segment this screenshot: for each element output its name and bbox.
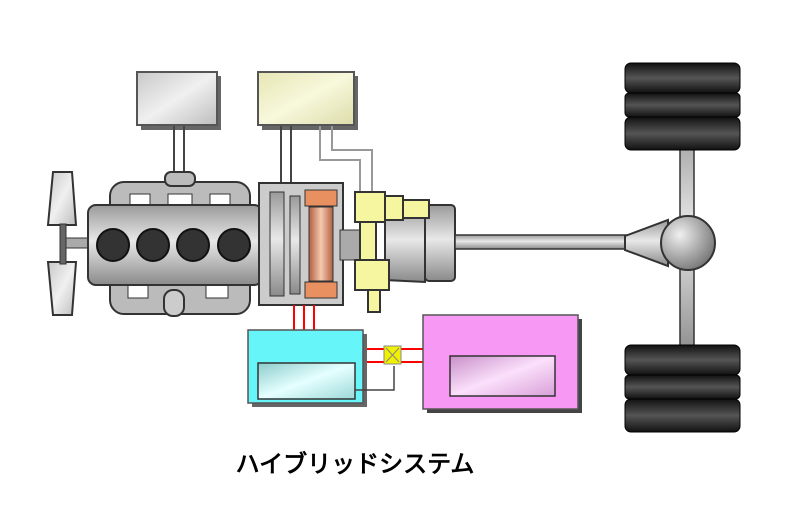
control-unit-box xyxy=(257,71,358,130)
drive-shaft xyxy=(454,234,631,250)
engine xyxy=(87,171,263,317)
rear-wheel-top xyxy=(624,62,741,151)
diagram-caption: ハイブリッドシステム xyxy=(235,450,475,478)
rear-wheel-bottom xyxy=(624,344,741,433)
power-control-unit xyxy=(422,314,582,413)
cooling-fan xyxy=(46,171,91,316)
inverter-switch xyxy=(383,345,402,365)
sensor-box xyxy=(136,71,221,130)
transmission xyxy=(384,203,456,284)
signal-lines xyxy=(173,126,373,192)
differential xyxy=(624,215,716,271)
coolant-pipes xyxy=(354,191,430,313)
battery-unit xyxy=(247,329,395,407)
motor-generator xyxy=(258,182,361,306)
engine-cylinders xyxy=(96,228,251,262)
